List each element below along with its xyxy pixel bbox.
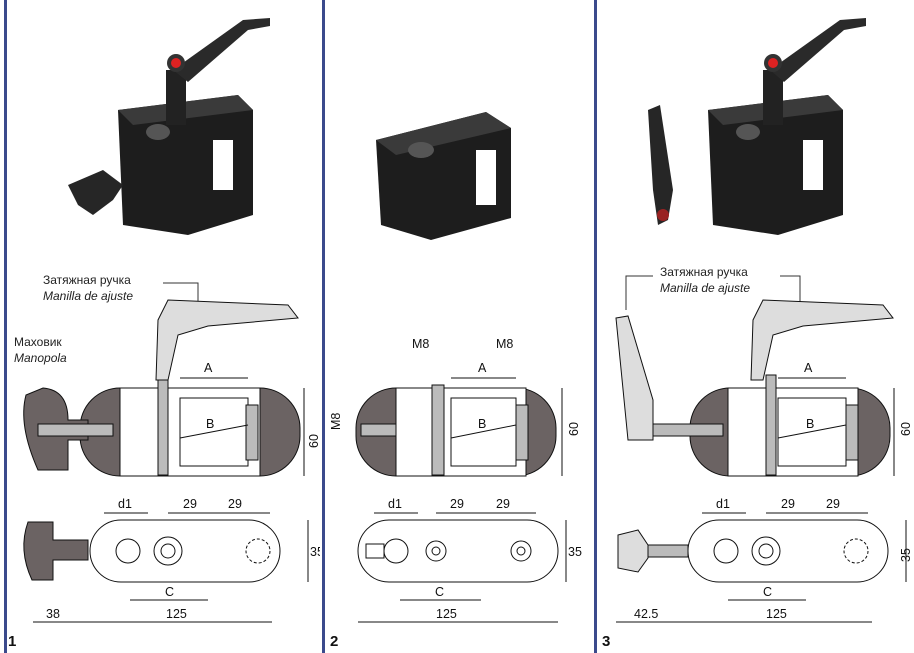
dim-height: 60 bbox=[567, 422, 581, 436]
divider-1-2 bbox=[322, 0, 325, 653]
handle-label-ru: Затяжная ручка bbox=[660, 265, 748, 279]
dim-w1: 29 bbox=[781, 497, 795, 511]
front-view-1: A B 60 bbox=[23, 299, 320, 477]
dim-height: 60 bbox=[899, 422, 913, 436]
dim-d1: d1 bbox=[118, 497, 132, 511]
dim-w1: 29 bbox=[450, 497, 464, 511]
top-view-2: d1 29 29 35 C 125 bbox=[357, 497, 582, 623]
dim-w2: 29 bbox=[826, 497, 840, 511]
panel-number: 1 bbox=[8, 633, 16, 650]
panel-3: Затяжная ручка Manilla de ajuste A B 60 … bbox=[602, 18, 913, 650]
handle-label-es: Manilla de ajuste bbox=[660, 281, 750, 295]
dim-height: 60 bbox=[307, 434, 320, 448]
panel-2: M8 M8 M8 A B 60 d1 29 29 35 C 125 2 bbox=[329, 112, 582, 650]
dim-A: A bbox=[804, 361, 813, 375]
handle-label-ru: Затяжная ручка bbox=[43, 273, 131, 287]
dim-d1: d1 bbox=[716, 497, 730, 511]
dim-thick: 35 bbox=[899, 548, 913, 562]
knob-label-ru: Маховик bbox=[14, 335, 62, 349]
panel-1: Затяжная ручка Manilla de ajuste Маховик… bbox=[8, 18, 320, 650]
dim-B: B bbox=[206, 417, 214, 431]
top-view-1: d1 29 29 35 C 125 38 bbox=[23, 497, 320, 623]
front-view-3: A B 60 bbox=[615, 299, 913, 477]
clamp-photo-3 bbox=[648, 18, 866, 235]
dim-B: B bbox=[478, 417, 486, 431]
divider-2-3 bbox=[594, 0, 597, 653]
left-border bbox=[4, 0, 7, 653]
dim-len: 125 bbox=[436, 607, 457, 621]
dim-ext: 38 bbox=[46, 607, 60, 621]
dim-m8-right: M8 bbox=[496, 337, 513, 351]
dim-A: A bbox=[478, 361, 487, 375]
dim-B: B bbox=[806, 417, 814, 431]
front-view-2: M8 M8 M8 A B 60 bbox=[329, 337, 581, 477]
dim-C: C bbox=[435, 585, 444, 599]
dim-thick: 35 bbox=[310, 545, 320, 559]
dim-w2: 29 bbox=[228, 497, 242, 511]
panel-number: 3 bbox=[602, 633, 610, 650]
knob-label-es: Manopola bbox=[14, 351, 67, 365]
dim-w2: 29 bbox=[496, 497, 510, 511]
dim-thick: 35 bbox=[568, 545, 582, 559]
handle-label-es: Manilla de ajuste bbox=[43, 289, 133, 303]
clamp-photo-1 bbox=[68, 18, 270, 235]
dim-C: C bbox=[763, 585, 772, 599]
panel-number: 2 bbox=[330, 633, 338, 650]
dim-m8-left: M8 bbox=[412, 337, 429, 351]
dim-ext: 42.5 bbox=[634, 607, 658, 621]
dim-m8-side: M8 bbox=[329, 413, 343, 430]
clamp-photo-2 bbox=[376, 112, 511, 240]
dim-d1: d1 bbox=[388, 497, 402, 511]
dim-A: A bbox=[204, 361, 213, 375]
dim-C: C bbox=[165, 585, 174, 599]
dim-w1: 29 bbox=[183, 497, 197, 511]
dim-len: 125 bbox=[766, 607, 787, 621]
top-view-3: d1 29 29 35 C 125 42.5 bbox=[616, 497, 913, 623]
dim-len: 125 bbox=[166, 607, 187, 621]
